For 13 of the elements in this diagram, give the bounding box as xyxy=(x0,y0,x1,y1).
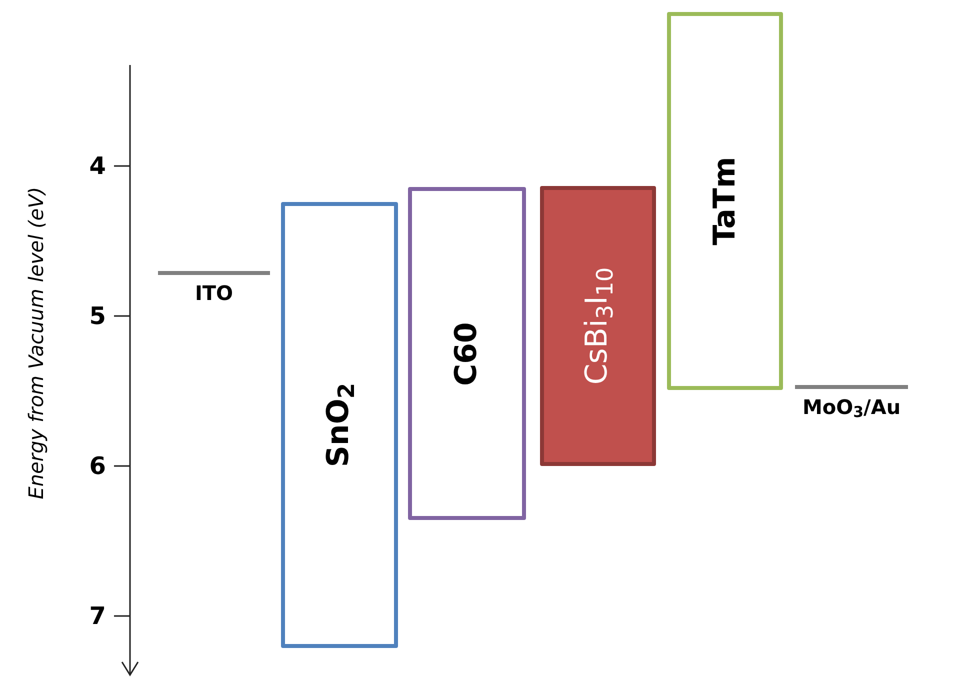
tick-label: 5 xyxy=(88,304,106,328)
tick-label: 6 xyxy=(88,454,106,478)
energy-band-box xyxy=(408,187,526,520)
tick-label: 4 xyxy=(88,154,106,178)
energy-band-box xyxy=(281,202,398,648)
level-label: ITO xyxy=(194,282,234,302)
band-label: TaTm xyxy=(710,156,740,245)
energy-band-box xyxy=(540,186,656,466)
band-label: C60 xyxy=(452,322,482,386)
level-label: MoO$_{3}$/Au xyxy=(802,396,901,416)
energy-band-box xyxy=(667,12,783,390)
axis-label: Energy from Vacuum level (eV) xyxy=(23,186,49,499)
tick-label: 7 xyxy=(88,604,106,628)
